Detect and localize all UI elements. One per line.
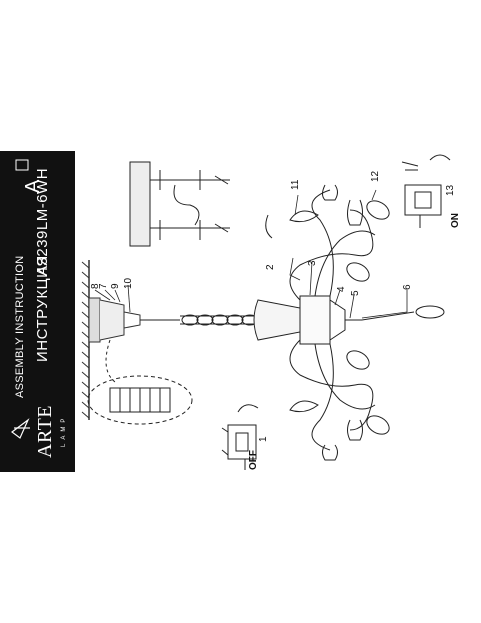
title-sidebar bbox=[0, 151, 75, 472]
callout-13: 13 bbox=[445, 184, 456, 196]
callout-2: 2 bbox=[265, 264, 276, 270]
callout-6: 6 bbox=[402, 284, 413, 290]
switch-on-label: ON bbox=[450, 213, 461, 228]
wiring-detail bbox=[129, 161, 230, 247]
callout-11: 11 bbox=[290, 179, 301, 190]
callout-5: 5 bbox=[350, 290, 361, 296]
callout-10: 10 bbox=[123, 277, 134, 289]
callout-8: 8 bbox=[90, 283, 101, 289]
chain-stem bbox=[140, 314, 260, 326]
callout-12: 12 bbox=[370, 170, 381, 182]
callout-3: 3 bbox=[307, 260, 318, 266]
upper-arms bbox=[289, 189, 376, 451]
detail-callout bbox=[87, 339, 193, 425]
switch-on-box bbox=[401, 154, 451, 228]
crystal-drops bbox=[346, 200, 445, 435]
ceiling-mount bbox=[81, 260, 141, 420]
arte-logo-icon bbox=[11, 418, 30, 439]
document-icon bbox=[15, 159, 29, 171]
switch-off-label: OFF bbox=[248, 450, 259, 470]
switch-off-box bbox=[221, 404, 259, 470]
callout-1: 1 bbox=[258, 436, 269, 442]
callout-9: 9 bbox=[110, 283, 121, 289]
chandelier-body bbox=[253, 295, 362, 345]
callout-4: 4 bbox=[336, 286, 347, 292]
flame-bulbs bbox=[265, 210, 319, 413]
leader-lines bbox=[94, 189, 408, 319]
candle-cups bbox=[322, 184, 363, 461]
